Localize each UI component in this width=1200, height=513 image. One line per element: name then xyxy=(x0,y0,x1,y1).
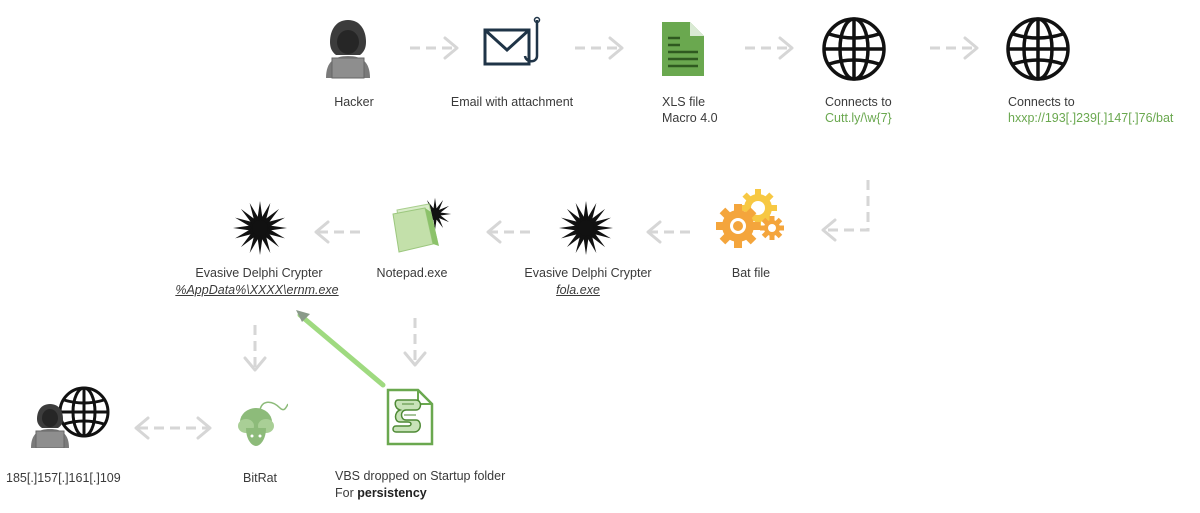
crypter-burst-icon xyxy=(559,201,613,255)
persistence-arrow xyxy=(296,310,386,388)
globe-icon xyxy=(822,17,886,81)
phishing-email-icon xyxy=(483,16,541,66)
xls-label-line1: XLS file xyxy=(662,95,706,109)
connect1-url: Cutt.ly/\w{7} xyxy=(825,111,892,125)
gears-icon xyxy=(716,189,784,248)
crypter1-filename: fola.exe xyxy=(556,283,600,297)
crypter1-label: Evasive Delphi Crypter xyxy=(524,266,652,280)
notepad-label: Notepad.exe xyxy=(376,266,448,280)
crypter2-filepath: %AppData%\XXXX\ernm.exe xyxy=(175,283,339,297)
connect2-label-line1: Connects to xyxy=(1008,95,1075,109)
c2-ip-label: 185[.]157[.]161[.]109 xyxy=(6,471,121,485)
bat-label: Bat file xyxy=(731,266,771,280)
hacker-icon xyxy=(326,20,370,79)
arrow-connect2-to-bat xyxy=(825,180,870,232)
notepad-icon xyxy=(392,197,452,253)
script-file-icon xyxy=(386,388,434,446)
hacker-label: Hacker xyxy=(334,95,374,109)
bitrat-label: BitRat xyxy=(242,471,278,485)
connect2-url: hxxp://193[.]239[.]147[.]76/bat xyxy=(1008,111,1174,125)
globe-icon xyxy=(1006,17,1070,81)
rat-icon xyxy=(238,401,288,446)
spreadsheet-file-icon xyxy=(662,22,704,76)
vbs-label-line2: For persistency xyxy=(335,485,427,502)
xls-label-line2: Macro 4.0 xyxy=(662,111,718,125)
email-label: Email with attachment xyxy=(450,95,574,109)
vbs-label-line1: VBS dropped on Startup folder xyxy=(335,469,506,483)
vbs-label-prefix: For xyxy=(335,486,358,500)
vbs-label-bold: persistency xyxy=(357,486,427,500)
hacker-globe-icon xyxy=(31,386,110,448)
crypter-burst-icon xyxy=(233,201,287,255)
crypter2-label: Evasive Delphi Crypter xyxy=(195,266,323,280)
connect1-label-line1: Connects to xyxy=(825,95,892,109)
